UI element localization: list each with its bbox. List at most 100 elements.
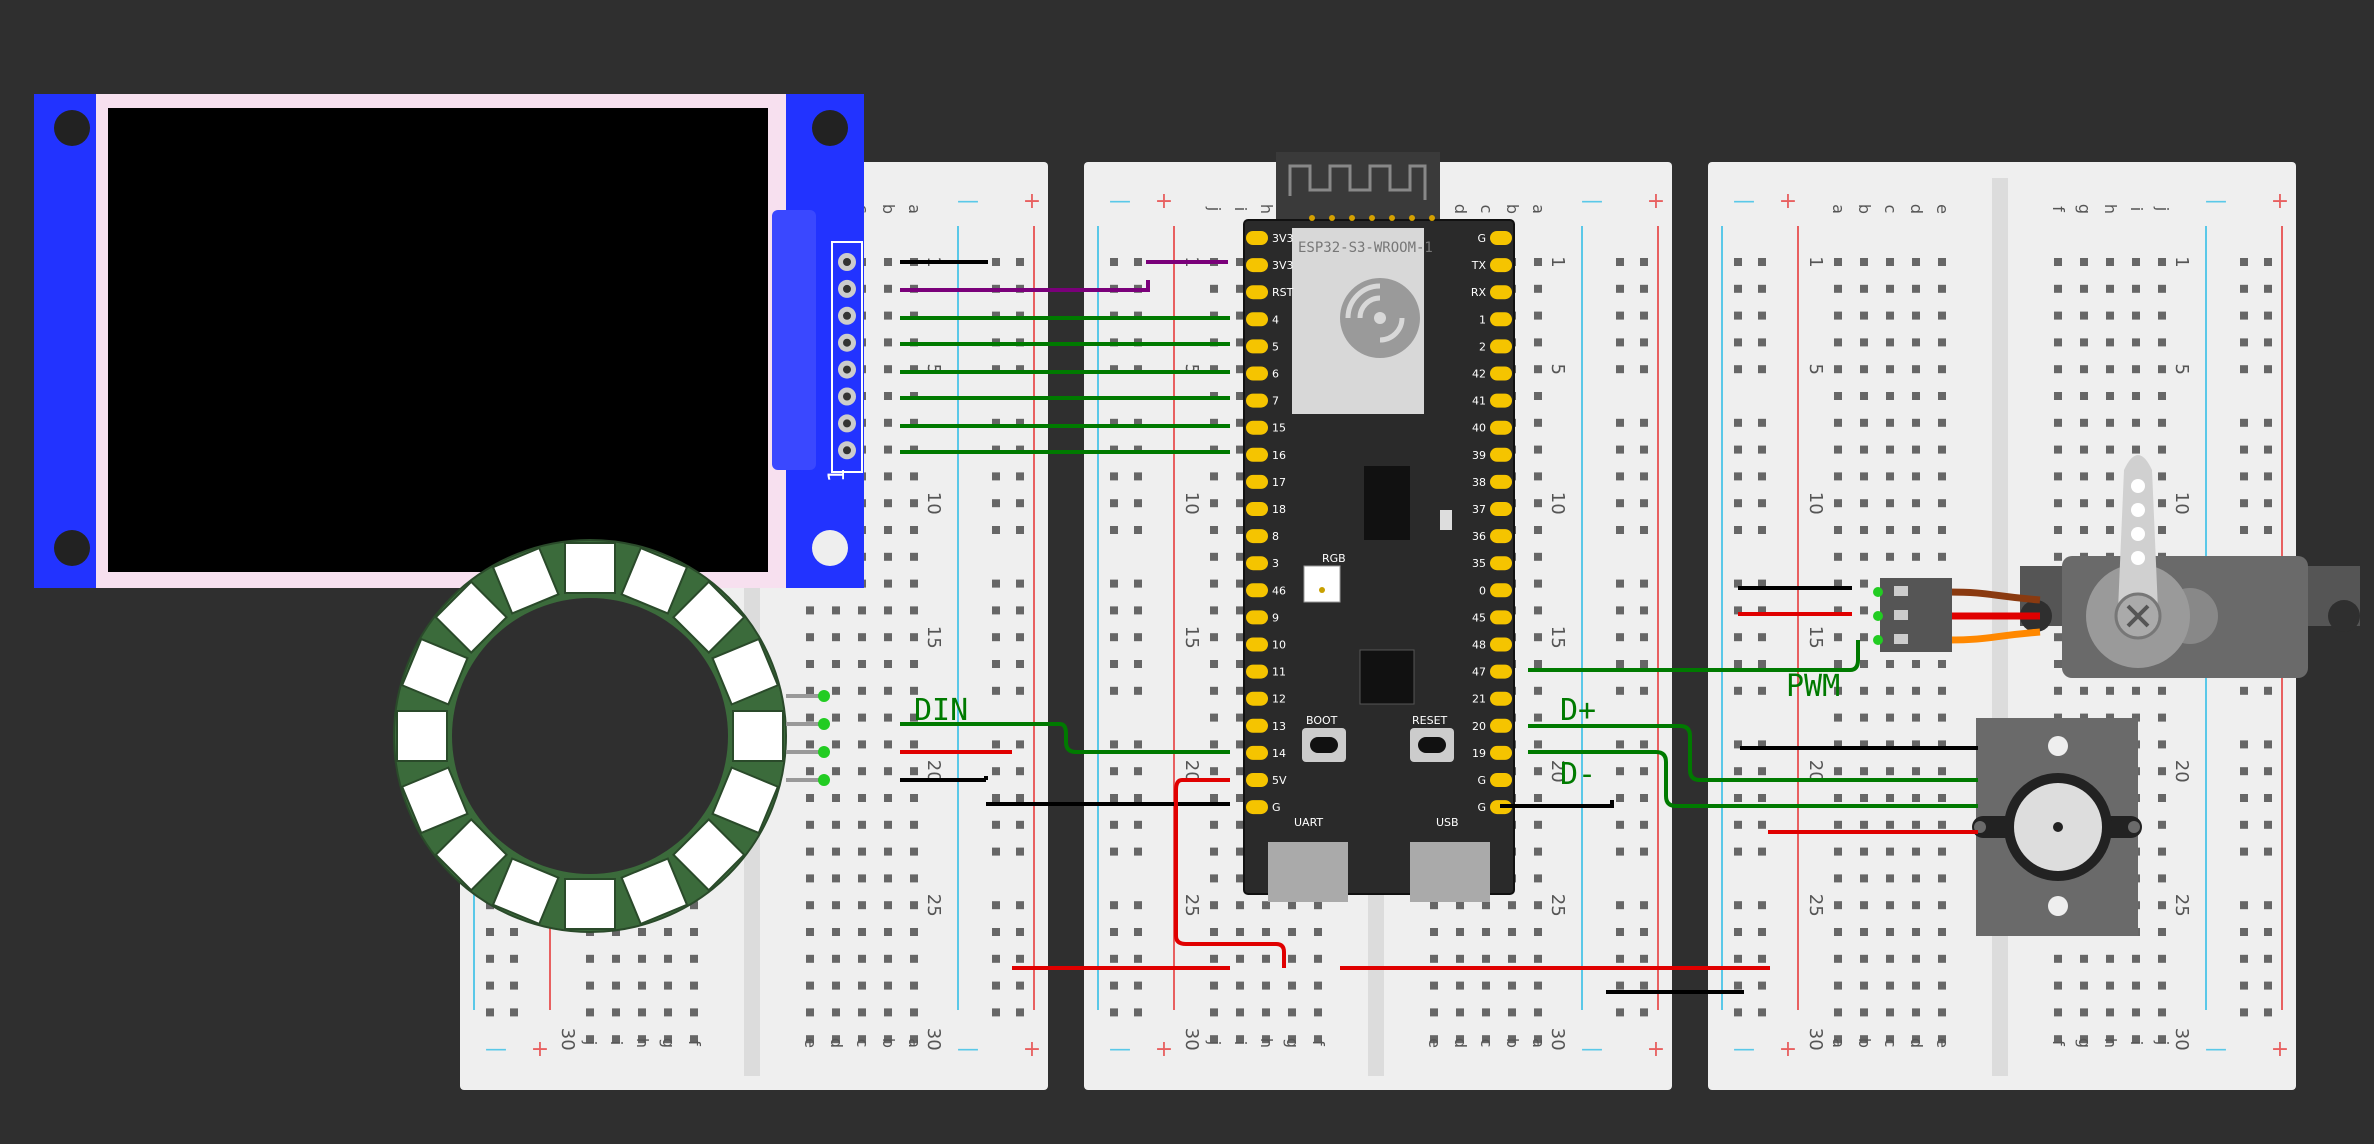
mcu-pin[interactable] — [1490, 502, 1512, 516]
column-letter: a — [1829, 1038, 1848, 1048]
rail-hole — [1110, 981, 1118, 990]
rail-hole — [1734, 981, 1742, 990]
breadboard-hole — [1314, 1008, 1322, 1017]
mcu-pin[interactable] — [1490, 610, 1512, 625]
rail-hole — [1758, 338, 1766, 347]
neopixel-ring[interactable] — [393, 539, 830, 933]
column-letter: b — [1855, 1038, 1874, 1048]
antenna-pad — [1429, 215, 1435, 221]
mcu-pin[interactable] — [1490, 285, 1512, 300]
breadboard-hole — [1834, 284, 1842, 293]
breadboard-hole — [1860, 311, 1868, 320]
mcu-pin[interactable] — [1246, 393, 1268, 408]
mcu-pin-label: 16 — [1272, 449, 1286, 462]
breadboard-hole — [1534, 740, 1542, 749]
mcu-pin[interactable] — [1246, 556, 1268, 571]
mcu-pin[interactable] — [1246, 664, 1268, 679]
rail-hole — [1016, 686, 1024, 695]
mcu-pin[interactable] — [1246, 718, 1268, 733]
mcu-pin[interactable] — [1490, 420, 1512, 435]
mcu-pin[interactable] — [1246, 447, 1268, 462]
rail-hole — [1758, 660, 1766, 668]
mcu-pin[interactable] — [1246, 474, 1268, 489]
reset-button-cap[interactable] — [1418, 737, 1446, 753]
boot-button-cap[interactable] — [1310, 737, 1338, 753]
mcu-pin[interactable] — [1246, 420, 1268, 435]
breadboard-hole — [910, 365, 918, 374]
breadboard-hole — [664, 1008, 672, 1017]
display-pin-hole — [843, 446, 851, 455]
breadboard-hole — [2158, 901, 2166, 910]
breadboard-hole — [832, 847, 840, 856]
esp32-s3-devkit[interactable]: ESP32-S3-WROOM-1 RGB BOOT RESET UART USB… — [1243, 152, 1515, 902]
rail-hole — [1134, 445, 1142, 454]
rail-hole — [1110, 660, 1118, 668]
tft-display[interactable]: 1 — [34, 94, 864, 588]
mcu-pin[interactable] — [1246, 339, 1268, 354]
rail-hole — [1016, 311, 1024, 320]
rail-hole — [992, 1008, 1000, 1017]
breadboard-hole — [884, 606, 892, 615]
breadboard-hole — [858, 633, 866, 642]
mcu-pin[interactable] — [1490, 556, 1512, 571]
rail-hole — [1134, 311, 1142, 320]
mcu-pin[interactable] — [1246, 610, 1268, 625]
mcu-pin[interactable] — [1490, 312, 1512, 327]
mcu-pin[interactable] — [1490, 393, 1512, 408]
mcu-pin[interactable] — [1490, 691, 1512, 706]
mcu-pin[interactable] — [1490, 447, 1512, 462]
mcu-pin[interactable] — [1490, 773, 1512, 787]
horn-hole-icon — [2131, 551, 2145, 565]
mcu-pin[interactable] — [1490, 231, 1512, 245]
native-usb-port[interactable] — [1410, 842, 1490, 902]
mcu-pin[interactable] — [1490, 718, 1512, 733]
breadboard-hole — [910, 418, 918, 427]
mcu-pin-label: TX — [1471, 259, 1487, 272]
mcu-pin[interactable] — [1246, 366, 1268, 381]
mcu-pin[interactable] — [1490, 258, 1512, 273]
ring-led — [564, 878, 616, 930]
mcu-pin[interactable] — [1490, 583, 1512, 598]
mcu-pin[interactable] — [1246, 529, 1268, 544]
mcu-pin[interactable] — [1246, 231, 1268, 245]
potentiometer[interactable] — [1972, 718, 2142, 936]
rail-hole — [2240, 740, 2248, 749]
rail-hole — [1616, 928, 1624, 936]
mcu-pin[interactable] — [1490, 366, 1512, 381]
mcu-pin[interactable] — [1246, 502, 1268, 516]
breadboard-hole — [1534, 847, 1542, 856]
rail-hole — [992, 258, 1000, 266]
boot-label: BOOT — [1306, 714, 1338, 727]
column-letter: b — [879, 204, 898, 214]
mcu-pin[interactable] — [1246, 745, 1268, 760]
breadboard-hole — [1886, 365, 1894, 374]
mcu-pin[interactable] — [1246, 285, 1268, 300]
mcu-pin[interactable] — [1490, 637, 1512, 652]
mcu-pin[interactable] — [1246, 691, 1268, 706]
mcu-pin[interactable] — [1246, 800, 1268, 815]
mcu-pin[interactable] — [1490, 745, 1512, 760]
rail-hole — [2264, 767, 2272, 776]
uart-usb-port[interactable] — [1268, 842, 1348, 902]
mcu-pin[interactable] — [1246, 312, 1268, 327]
rail-hole — [510, 1008, 518, 1017]
breadboard-hole — [1912, 847, 1920, 856]
rail-hole — [992, 981, 1000, 990]
mcu-pin[interactable] — [1490, 339, 1512, 354]
rail-hole — [2264, 445, 2272, 454]
mcu-pin[interactable] — [1490, 474, 1512, 489]
mcu-pin[interactable] — [1490, 529, 1512, 544]
breadboard-hole — [1860, 713, 1868, 722]
mcu-pin[interactable] — [1246, 773, 1268, 787]
rail-hole — [2240, 499, 2248, 508]
mcu-pin[interactable] — [1246, 258, 1268, 273]
mcu-pin[interactable] — [1246, 637, 1268, 652]
row-number: 15 — [1805, 626, 1826, 649]
breadboard-hole — [910, 820, 918, 829]
breadboard-hole — [1236, 1035, 1244, 1044]
servo-motor[interactable] — [1873, 455, 2360, 678]
mcu-pin[interactable] — [1246, 583, 1268, 598]
mcu-pin[interactable] — [1490, 664, 1512, 679]
breadboard-hole — [690, 928, 698, 936]
rail-hole — [1734, 767, 1742, 776]
